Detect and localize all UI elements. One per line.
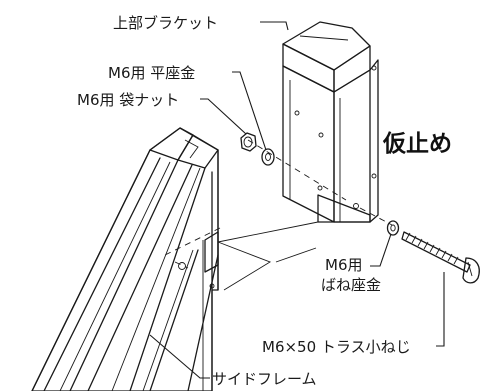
label-cap-nut: M6用 袋ナット <box>77 91 179 109</box>
label-flat-washer: M6用 平座金 <box>108 64 195 82</box>
truss-screw <box>401 231 480 284</box>
flat-washer <box>261 148 275 166</box>
leader-lines <box>149 21 445 379</box>
label-spring-washer-line1: M6用 <box>325 256 363 274</box>
label-upper-bracket: 上部ブラケット <box>113 14 218 32</box>
label-tentative-fix: 仮止め <box>382 131 452 157</box>
label-side-frame: サイドフレーム <box>212 370 317 388</box>
cap-nut <box>240 132 257 152</box>
spring-washer <box>386 220 400 236</box>
assembly-guide-lines <box>164 139 393 291</box>
label-spring-washer-line2: ばね座金 <box>321 276 381 294</box>
side-frame <box>31 127 219 391</box>
upper-bracket <box>282 21 379 223</box>
label-truss-screw: M6×50 トラス小ねじ <box>262 338 411 356</box>
